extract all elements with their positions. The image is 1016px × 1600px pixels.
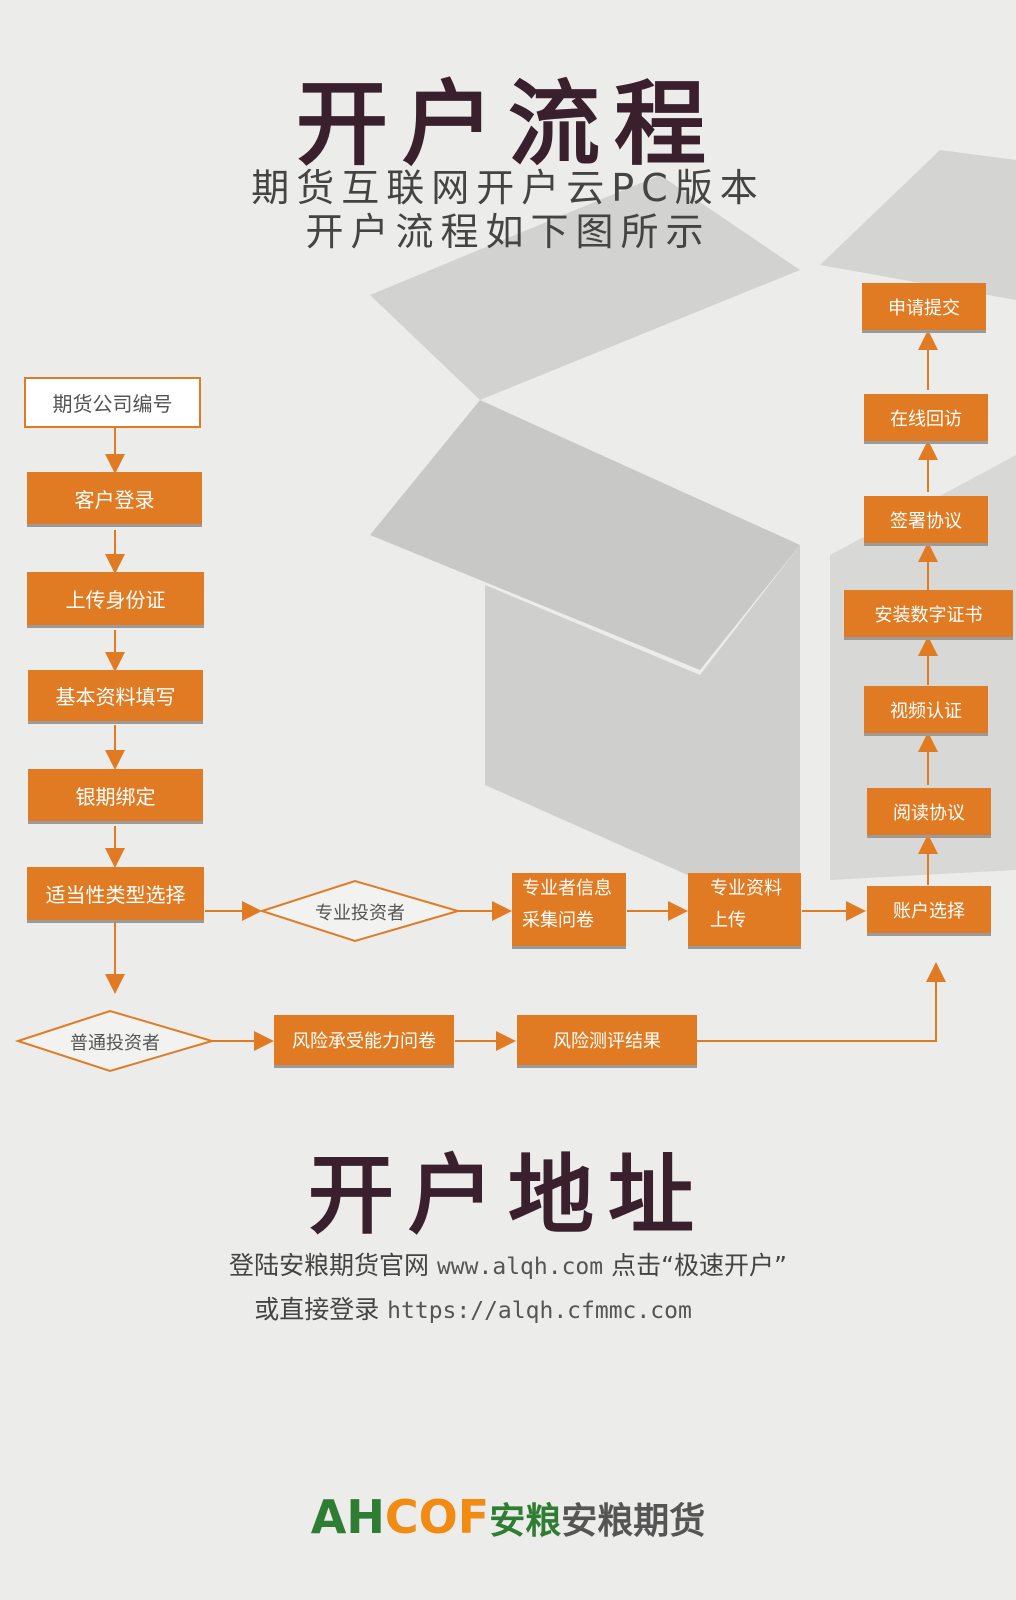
diamond-pro-investor — [258, 879, 462, 943]
step-upload-id: 上传身份证 — [27, 572, 204, 625]
address-line-2-prefix: 或直接登录 — [254, 1295, 388, 1324]
step-submit: 申请提交 — [862, 283, 986, 330]
address-line-1-suffix: 点击“极速开户” — [603, 1251, 787, 1280]
start-box: 期货公司编号 — [24, 377, 201, 428]
step-risk-questionnaire: 风险承受能力问卷 — [274, 1015, 454, 1065]
step-sign-agreement: 签署协议 — [864, 496, 988, 543]
step-video-auth: 视频认证 — [864, 686, 988, 733]
diamond-normal-investor — [14, 1009, 216, 1073]
subtitle-line-1: 期货互联网开户云PC版本 — [251, 166, 765, 210]
step-risk-result: 风险测评结果 — [517, 1015, 697, 1065]
ahcof-logo: AHCOF安粮安粮期货 — [310, 1490, 706, 1544]
direct-login-link[interactable]: https://alqh.cfmmc.com — [387, 1298, 692, 1324]
step-basic-info: 基本资料填写 — [28, 670, 203, 721]
step-account-select: 账户选择 — [867, 886, 991, 933]
pro-investor-label: 专业投资者 — [315, 903, 405, 924]
address-line-1: 登陆安粮期货官网 www.alqh.com 点击“极速开户” — [0, 1246, 1016, 1282]
pro-info-line-1: 专业者信息 — [522, 878, 612, 899]
step-pro-info: 专业者信息 采集问卷 — [512, 873, 626, 946]
step-pro-upload: 专业资料 上传 — [688, 873, 801, 946]
address-line-2: 或直接登录 https://alqh.cfmmc.com — [0, 1290, 1016, 1326]
subtitle-line-2: 开户流程如下图所示 — [305, 210, 711, 254]
pro-upload-line-2: 上传 — [710, 910, 746, 931]
step-online-visit: 在线回访 — [864, 394, 988, 441]
website-link[interactable]: www.alqh.com — [436, 1254, 604, 1280]
step-suitability: 适当性类型选择 — [27, 867, 204, 920]
address-title: 开户地址 — [308, 1146, 708, 1246]
step-bank-binding: 银期绑定 — [28, 769, 203, 821]
step-install-cert: 安装数字证书 — [844, 590, 1013, 637]
page-title: 开户流程 — [295, 71, 720, 178]
pro-upload-line-1: 专业资料 — [710, 878, 782, 899]
step-login: 客户登录 — [27, 472, 202, 524]
normal-investor-label: 普通投资者 — [70, 1033, 160, 1054]
pro-info-line-2: 采集问卷 — [522, 910, 594, 931]
address-line-1-prefix: 登陆安粮期货官网 — [229, 1251, 437, 1280]
step-read-agreement: 阅读协议 — [867, 788, 991, 835]
